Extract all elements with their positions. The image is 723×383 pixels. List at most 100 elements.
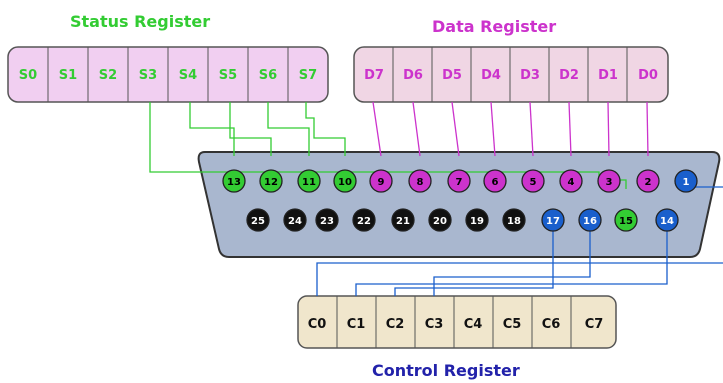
pin-20: 20 bbox=[428, 208, 452, 232]
data-bit-d7: D7 bbox=[364, 68, 384, 83]
status-bit-s5: S5 bbox=[219, 68, 237, 83]
pin-12: 12 bbox=[259, 169, 283, 193]
control-bit-c2: C2 bbox=[386, 317, 405, 332]
wire-s4-pin13 bbox=[189, 102, 235, 156]
pin-9: 9 bbox=[369, 169, 393, 193]
wire-c3-pin16 bbox=[433, 231, 591, 296]
status-bit-s6: S6 bbox=[259, 68, 277, 83]
svg-text:25: 25 bbox=[251, 216, 265, 227]
db25-connector-shell bbox=[197, 151, 721, 258]
status-bit-s0: S0 bbox=[19, 68, 37, 83]
svg-text:13: 13 bbox=[227, 177, 241, 188]
pin-14: 14 bbox=[655, 208, 679, 232]
status-register-title: Status Register bbox=[70, 12, 210, 31]
connector-top-row: 13 12 11 10 9 8 7 6 5 4 3 2 1 bbox=[222, 169, 698, 193]
svg-text:5: 5 bbox=[530, 177, 537, 188]
svg-text:6: 6 bbox=[492, 177, 499, 188]
data-bit-d0: D0 bbox=[638, 68, 658, 83]
pin-19: 19 bbox=[465, 208, 489, 232]
pin-18: 18 bbox=[502, 208, 526, 232]
control-register-title: Control Register bbox=[372, 361, 520, 380]
wire-d4-pin6 bbox=[490, 101, 496, 157]
svg-text:11: 11 bbox=[302, 177, 316, 188]
svg-text:19: 19 bbox=[470, 216, 484, 227]
pin-16: 16 bbox=[578, 208, 602, 232]
pin-25: 25 bbox=[246, 208, 270, 232]
pin-10: 10 bbox=[333, 169, 357, 193]
control-bit-c0: C0 bbox=[308, 317, 327, 332]
data-bit-d3: D3 bbox=[520, 68, 540, 83]
wire-d6-pin8 bbox=[412, 101, 421, 157]
pin-7: 7 bbox=[447, 169, 471, 193]
svg-text:18: 18 bbox=[507, 216, 521, 227]
svg-text:14: 14 bbox=[660, 216, 674, 227]
status-bit-s7: S7 bbox=[299, 68, 317, 83]
pin-5: 5 bbox=[521, 169, 545, 193]
pin-6: 6 bbox=[483, 169, 507, 193]
pin-1: 1 bbox=[674, 169, 698, 193]
svg-text:16: 16 bbox=[583, 216, 597, 227]
wire-s7-pin10 bbox=[305, 102, 346, 156]
data-bit-d1: D1 bbox=[598, 68, 618, 83]
wire-c0-left bbox=[316, 262, 723, 296]
svg-text:15: 15 bbox=[619, 216, 633, 227]
connector-bottom-row: 25 24 23 22 21 20 19 18 17 16 15 14 bbox=[246, 208, 679, 232]
wire-c1-pin14 bbox=[355, 231, 668, 296]
status-bit-s1: S1 bbox=[59, 68, 77, 83]
pin-24: 24 bbox=[283, 208, 307, 232]
data-bit-d2: D2 bbox=[559, 68, 579, 83]
wire-s5-pin12 bbox=[229, 102, 272, 156]
pin-11: 11 bbox=[297, 169, 321, 193]
pin-22: 22 bbox=[352, 208, 376, 232]
wire-s6-pin11 bbox=[267, 102, 310, 156]
svg-text:1: 1 bbox=[683, 177, 690, 188]
pin-15: 15 bbox=[614, 208, 638, 232]
wire-c2-pin17 bbox=[394, 231, 554, 296]
control-bit-c3: C3 bbox=[425, 317, 444, 332]
control-bit-c4: C4 bbox=[464, 317, 483, 332]
status-bit-s2: S2 bbox=[99, 68, 117, 83]
pin-2: 2 bbox=[636, 169, 660, 193]
wire-d1-pin3 bbox=[607, 101, 610, 157]
status-register: S0 S1 S2 S3 S4 S5 S6 S7 bbox=[7, 46, 329, 103]
pin-4: 4 bbox=[559, 169, 583, 193]
control-bit-c6: C6 bbox=[542, 317, 561, 332]
svg-text:4: 4 bbox=[568, 177, 575, 188]
svg-text:20: 20 bbox=[433, 216, 447, 227]
data-wires bbox=[372, 101, 649, 157]
svg-text:22: 22 bbox=[357, 216, 371, 227]
pin-3: 3 bbox=[597, 169, 621, 193]
svg-text:10: 10 bbox=[338, 177, 352, 188]
svg-text:9: 9 bbox=[378, 177, 385, 188]
status-bit-s4: S4 bbox=[179, 68, 197, 83]
wire-d3-pin5 bbox=[529, 101, 534, 157]
svg-text:7: 7 bbox=[456, 177, 463, 188]
svg-text:12: 12 bbox=[264, 177, 278, 188]
data-bit-d6: D6 bbox=[403, 68, 423, 83]
data-register-title: Data Register bbox=[432, 17, 556, 36]
data-bit-d4: D4 bbox=[481, 68, 501, 83]
svg-text:2: 2 bbox=[645, 177, 652, 188]
svg-text:3: 3 bbox=[606, 177, 613, 188]
pin-8: 8 bbox=[408, 169, 432, 193]
control-bit-c5: C5 bbox=[503, 317, 522, 332]
pin-21: 21 bbox=[391, 208, 415, 232]
svg-text:8: 8 bbox=[417, 177, 424, 188]
svg-text:24: 24 bbox=[288, 216, 302, 227]
wire-d5-pin7 bbox=[451, 101, 460, 157]
wire-d2-pin4 bbox=[568, 101, 572, 157]
data-register: D7 D6 D5 D4 D3 D2 D1 D0 bbox=[353, 46, 669, 103]
pin-23: 23 bbox=[315, 208, 339, 232]
control-bit-c7: C7 bbox=[585, 317, 604, 332]
control-register: C0 C1 C2 C3 C4 C5 C6 C7 bbox=[297, 295, 617, 349]
status-bit-s3: S3 bbox=[139, 68, 157, 83]
control-wires bbox=[316, 180, 723, 296]
data-bit-d5: D5 bbox=[442, 68, 462, 83]
svg-text:23: 23 bbox=[320, 216, 334, 227]
pin-13: 13 bbox=[222, 169, 246, 193]
svg-text:21: 21 bbox=[396, 216, 410, 227]
wire-d0-pin2 bbox=[646, 101, 649, 157]
pin-17: 17 bbox=[541, 208, 565, 232]
svg-text:17: 17 bbox=[546, 216, 560, 227]
